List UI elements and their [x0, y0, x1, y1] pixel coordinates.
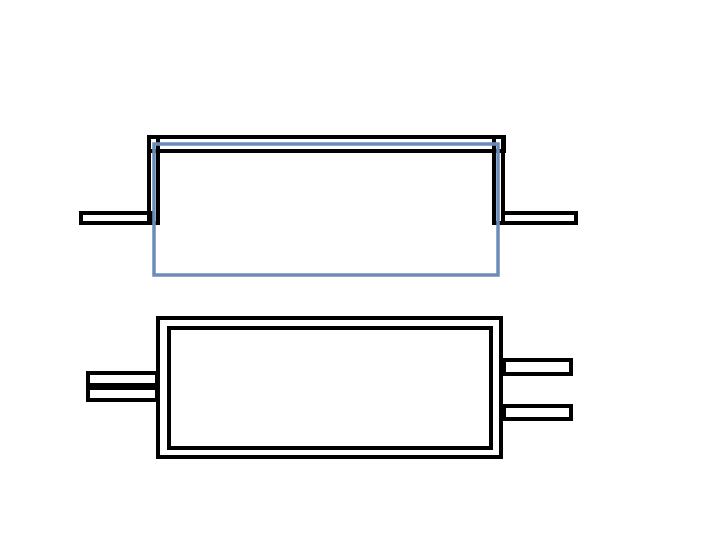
- top-component: [79, 135, 578, 277]
- bottom-component-right-lead-lower: [502, 404, 573, 421]
- bottom-component: [86, 316, 573, 459]
- highlight-outline: [152, 142, 500, 277]
- bottom-component-right-lead-upper: [502, 358, 573, 376]
- bottom-component-outer-body: [156, 316, 503, 459]
- bottom-component-left-lead-lower: [86, 386, 159, 402]
- bottom-component-inner-body: [167, 326, 493, 450]
- top-component-right-lead: [501, 211, 578, 225]
- bottom-component-left-lead-upper: [86, 371, 159, 387]
- top-component-left-lead: [79, 211, 153, 225]
